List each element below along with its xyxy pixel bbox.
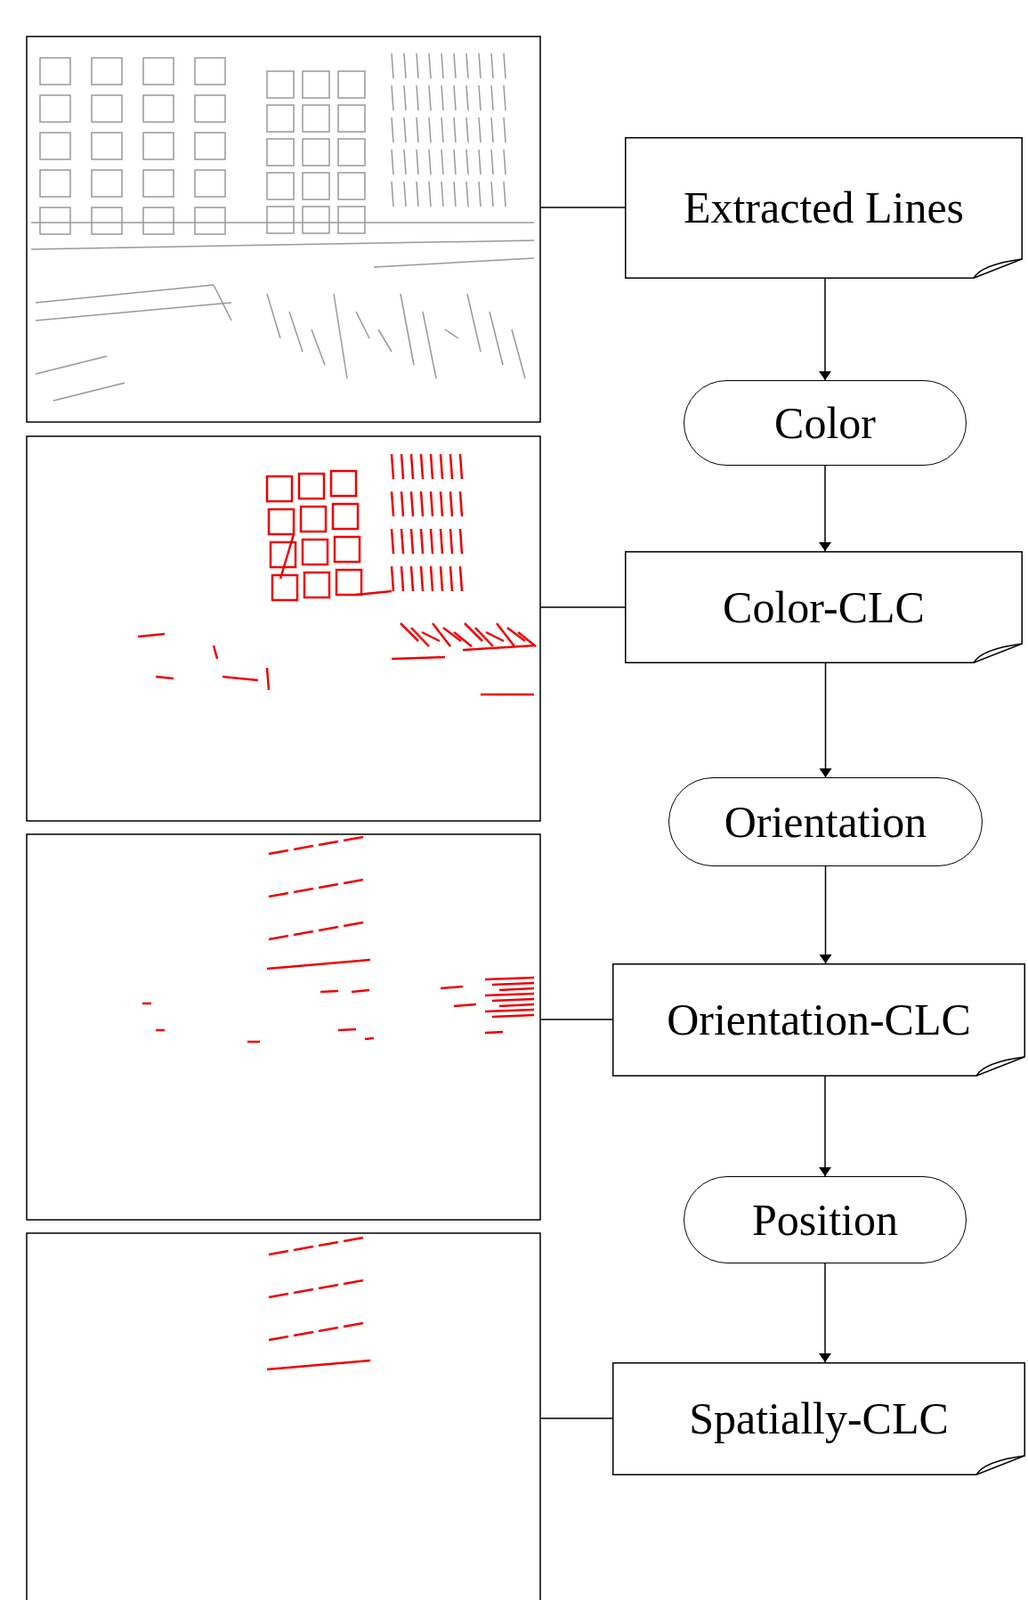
flow-arrow	[824, 278, 826, 381]
process-pill: Position	[683, 1175, 967, 1263]
document-box: Extracted Lines	[624, 137, 1023, 279]
node-label: Position	[752, 1195, 899, 1245]
node-label: Color	[774, 398, 876, 448]
leader-lines	[540, 207, 625, 1418]
node-label: Spatially-CLC	[688, 1393, 949, 1443]
spatial-lines	[267, 1237, 371, 1369]
extracted-lines	[31, 53, 535, 401]
node-label: Extracted Lines	[683, 183, 964, 233]
document-box: Spatially-CLC	[612, 1361, 1026, 1475]
color-lines	[137, 453, 536, 695]
flow-arrow	[825, 866, 827, 964]
node-label: Orientation-CLC	[666, 995, 972, 1045]
flow-arrow	[825, 663, 827, 778]
document-box: Orientation-CLC	[612, 963, 1026, 1077]
process-pill: Orientation	[668, 777, 983, 867]
process-pill: Color	[683, 380, 967, 466]
node-label: Orientation	[724, 797, 928, 847]
image-panel	[26, 833, 541, 1220]
document-box: Color-CLC	[624, 550, 1023, 664]
node-label: Color-CLC	[722, 582, 925, 632]
image-panel	[26, 436, 541, 821]
orientation-lines	[142, 836, 535, 1042]
flow-arrow	[824, 1076, 826, 1176]
image-panel	[26, 1232, 541, 1600]
flow-arrow	[824, 465, 826, 551]
flow-arrow	[824, 1262, 826, 1362]
image-panel	[26, 36, 541, 422]
